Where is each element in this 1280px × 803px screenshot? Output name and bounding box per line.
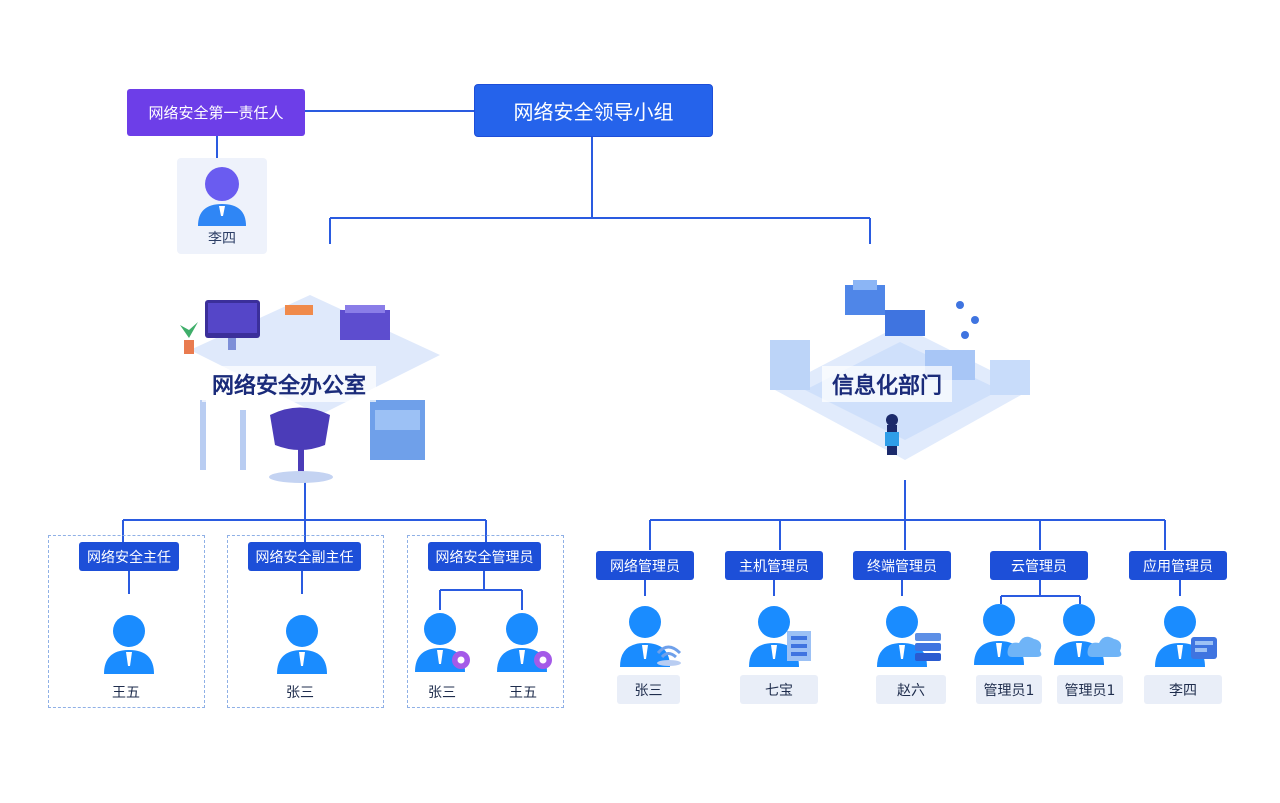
office-member-name: 张三 [286,685,314,701]
office-member-name: 王五 [509,685,537,701]
office-member-name: 王五 [112,685,140,701]
it-member-name: 赵六 [876,675,946,704]
user-avatar-icon [198,167,246,226]
office-group-admins [407,535,564,708]
app-admin-avatar-icon [1155,606,1217,667]
first-responsible-name: 李四 [208,231,236,247]
office-role-deputy: 网络安全副主任 [248,542,361,571]
office-group-director [48,535,205,708]
first-responsible-box: 网络安全第一责任人 [127,89,305,136]
cloud-admin-avatar-icon [974,604,1042,665]
it-member-name: 七宝 [740,675,818,704]
office-role-admin: 网络安全管理员 [428,542,541,571]
first-responsible-card: 李四 [177,158,267,254]
it-dept-label: 信息化部门 [822,366,953,402]
user-avatar-icon [277,615,327,674]
network-admin-avatar-icon [620,606,682,667]
it-role-terminal: 终端管理员 [853,551,951,580]
it-member-name: 张三 [617,675,680,704]
it-role-cloud: 云管理员 [990,551,1088,580]
server-admin-avatar-icon [749,606,811,667]
it-member-name: 管理员1 [1057,675,1123,704]
admin-gear-avatar-icon [415,613,470,672]
it-role-app: 应用管理员 [1129,551,1227,580]
office-member-name: 张三 [428,685,456,701]
office-label: 网络安全办公室 [202,366,377,402]
it-role-network: 网络管理员 [596,551,694,580]
it-member-name: 李四 [1144,675,1222,704]
cloud-admin-avatar-icon [1054,604,1122,665]
terminal-admin-avatar-icon [877,606,941,667]
user-avatar-icon [104,615,154,674]
it-role-host: 主机管理员 [725,551,823,580]
office-group-deputy [227,535,384,708]
office-role-director: 网络安全主任 [79,542,179,571]
admin-gear-avatar-icon [497,613,552,672]
office-illustration [180,295,440,483]
leadership-group-box: 网络安全领导小组 [474,84,713,137]
it-member-name: 管理员1 [976,675,1042,704]
